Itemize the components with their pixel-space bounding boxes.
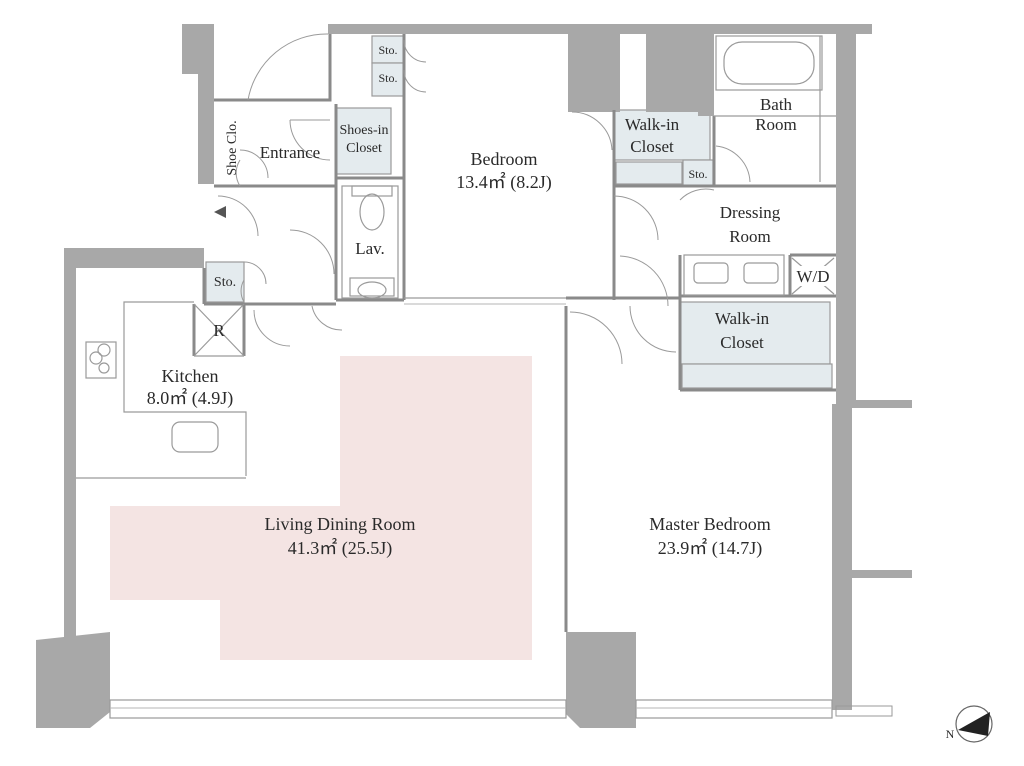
sto-walkin-fill — [682, 159, 714, 187]
label-wd: W/D — [796, 267, 829, 286]
sto-entry-fill — [205, 261, 245, 303]
wall — [852, 570, 912, 578]
label-dressing-2: Room — [729, 227, 771, 246]
wall — [832, 404, 852, 710]
label-ldr-area: 41.3㎡ (25.5J) — [288, 537, 393, 559]
wall — [646, 24, 698, 112]
compass-icon: N — [946, 705, 993, 743]
label-walkin-top-2: Closet — [630, 137, 674, 156]
entrance-marker-icon — [214, 206, 226, 218]
window — [635, 699, 833, 719]
balcony-edge — [835, 705, 893, 717]
label-sto-top-2: Sto. — [378, 71, 397, 85]
label-kitchen: Kitchen — [162, 366, 219, 386]
shoes-in-closet-fill — [335, 107, 392, 175]
wall — [64, 248, 76, 648]
label-shoes-in-1: Shoes-in — [340, 123, 389, 138]
label-master-area: 23.9㎡ (14.7J) — [658, 537, 763, 559]
label-bath-1: Bath — [760, 95, 793, 114]
wall — [64, 248, 204, 268]
label-ldr: Living Dining Room — [264, 514, 415, 534]
label-bedroom: Bedroom — [471, 149, 538, 169]
label-sto-entry: Sto. — [214, 275, 236, 290]
svg-text:N: N — [946, 727, 955, 741]
walkin-top-lower-fill — [615, 161, 683, 185]
label-dressing-1: Dressing — [720, 203, 781, 222]
dressing-sinks — [683, 254, 785, 296]
window — [109, 699, 567, 719]
label-master: Master Bedroom — [649, 514, 770, 534]
label-shoe-clo: Shoe Clo. — [225, 120, 240, 175]
label-fridge: R — [213, 321, 225, 340]
washer-dryer — [791, 257, 835, 295]
label-walkin-master-2: Closet — [720, 333, 764, 352]
label-walkin-master-1: Walk-in — [715, 309, 770, 328]
bath-fixtures — [714, 35, 836, 182]
wall — [566, 632, 636, 728]
label-bedroom-area: 13.4㎡ (8.2J) — [456, 171, 552, 193]
label-kitchen-area: 8.0㎡ (4.9J) — [147, 387, 234, 409]
label-walkin-top-1: Walk-in — [625, 115, 680, 134]
wall — [698, 24, 714, 116]
wall — [36, 632, 110, 728]
wall — [198, 24, 214, 184]
doors — [217, 33, 751, 365]
walkin-master-lower-fill — [681, 363, 833, 389]
lav-fixtures — [341, 185, 399, 299]
living-dining-highlight — [110, 356, 532, 660]
label-sto-walkin: Sto. — [688, 167, 707, 181]
label-shoes-in-2: Closet — [346, 141, 382, 156]
wall — [836, 24, 856, 404]
interior-walls — [192, 34, 836, 632]
label-sto-top-1: Sto. — [378, 43, 397, 57]
label-entrance: Entrance — [260, 143, 320, 162]
wall — [568, 24, 620, 112]
label-bath-2: Room — [755, 115, 797, 134]
kitchen-counter — [76, 301, 247, 479]
wall — [836, 400, 912, 408]
label-lav: Lav. — [355, 239, 385, 258]
